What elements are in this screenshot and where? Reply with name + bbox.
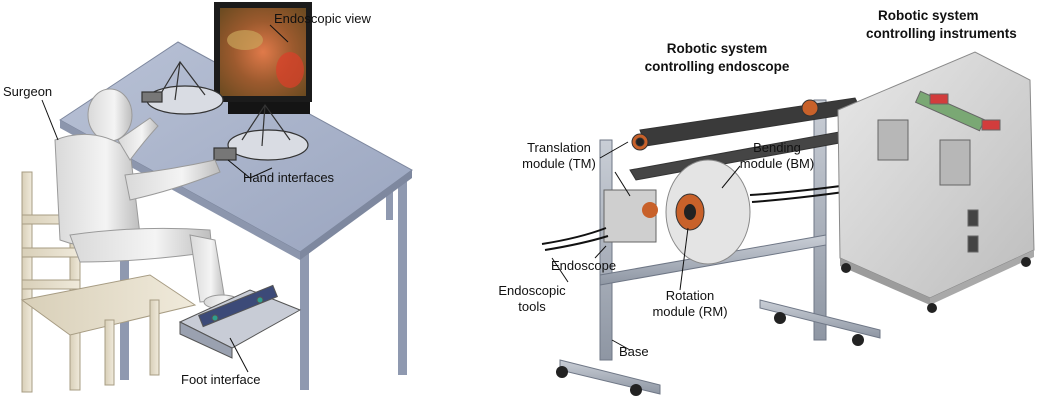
label-endoscopic-tools-line1: Endoscopic [490, 283, 574, 299]
label-endoscope: Endoscope [551, 258, 616, 274]
label-bending-module: Bending module (BM) [732, 140, 822, 172]
label-endoscopic-tools: Endoscopic tools [490, 283, 574, 315]
label-rotation-module-line1: Rotation [640, 288, 740, 304]
label-endoscopic-tools-line2: tools [490, 299, 574, 315]
label-robotic-system-endoscope-line1: Robotic system [622, 40, 812, 58]
label-translation-module-line2: module (TM) [514, 156, 604, 172]
cabinet-housing [838, 52, 1034, 298]
surgeon-console-scene [22, 2, 412, 392]
label-bending-module-line2: module (BM) [732, 156, 822, 172]
instrument-robot-scene [838, 52, 1034, 313]
label-robotic-system-instruments-line1: Robotic system [866, 7, 1017, 25]
label-rotation-module: Rotation module (RM) [640, 288, 740, 320]
label-base: Base [619, 344, 649, 360]
label-robotic-system-instruments-line2: controlling instruments [866, 25, 1017, 43]
label-endoscopic-view: Endoscopic view [274, 11, 371, 27]
label-hand-interfaces: Hand interfaces [243, 170, 334, 186]
label-robotic-system-endoscope: Robotic system controlling endoscope [622, 40, 812, 76]
foot-interface-device [180, 285, 300, 358]
label-robotic-system-endoscope-line2: controlling endoscope [622, 58, 812, 76]
label-robotic-system-instruments: Robotic system controlling instruments [866, 7, 1017, 43]
label-translation-module-line1: Translation [514, 140, 604, 156]
label-rotation-module-line2: module (RM) [640, 304, 740, 320]
label-surgeon: Surgeon [3, 84, 52, 100]
label-translation-module: Translation module (TM) [514, 140, 604, 172]
label-foot-interface: Foot interface [181, 372, 261, 388]
bending-rotation-modules [604, 160, 750, 264]
label-bending-module-line1: Bending [732, 140, 822, 156]
